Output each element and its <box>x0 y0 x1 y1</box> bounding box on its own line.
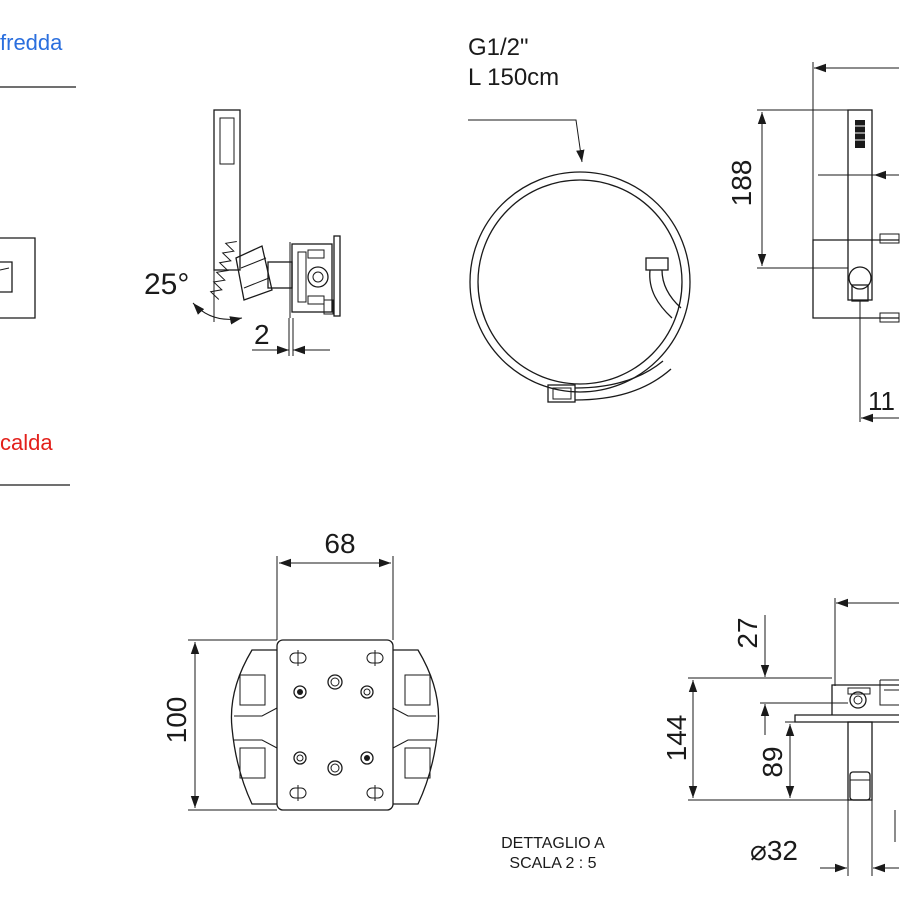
dimension-68: 68 <box>324 528 355 559</box>
side-view: 25° 2 <box>144 109 341 356</box>
dimension-27: 27 <box>732 617 763 648</box>
housing-right-band <box>392 707 436 749</box>
hole-1-outer <box>293 685 307 699</box>
detail-bracket <box>879 679 899 706</box>
mixer-nut-top <box>307 249 325 259</box>
detail-nut <box>849 771 871 801</box>
mixer-block <box>291 243 333 313</box>
hole-2-inner <box>330 677 340 687</box>
mounting-plate <box>276 639 394 811</box>
hose-coil-inner <box>477 179 683 385</box>
hose-coil-outer <box>469 171 691 393</box>
detail-pipe <box>847 721 873 801</box>
angle-arc <box>192 302 243 325</box>
housing-right-block-top <box>404 674 431 706</box>
wall-plate-front <box>812 239 899 319</box>
partial-plate <box>0 237 36 319</box>
knurled-ring <box>209 241 237 300</box>
housing-left-block-bottom <box>239 747 266 779</box>
dimension-89: 89 <box>757 746 788 777</box>
detail-knob-outer <box>849 691 867 709</box>
connector-circle <box>848 266 872 290</box>
housing-left-block-top <box>239 674 266 706</box>
elbow-detail <box>240 257 267 269</box>
mixer-nut-bottom <box>307 295 325 305</box>
mixer-bolt <box>323 299 334 315</box>
hose-leader <box>468 119 585 163</box>
hole-4-inner <box>296 754 304 762</box>
hose-fitting-top <box>645 257 669 271</box>
hole-3-outer <box>360 685 374 699</box>
detail-wall-plate <box>794 714 899 723</box>
partial-left-view <box>0 237 36 319</box>
partial-fitting-line <box>0 267 10 271</box>
mounting-plate-view: 68 100 <box>161 528 440 811</box>
dimension-diameter-32: ⌀32 <box>750 835 798 866</box>
hose-fitting-bottom <box>547 384 576 403</box>
mixer-pipe <box>297 251 307 303</box>
dimension-100: 100 <box>161 697 192 744</box>
mixer-knob-outer <box>307 266 329 288</box>
detail-title: DETTAGLIO A <box>501 835 605 852</box>
detail-a-view: 27 144 89 ⌀32 DETTAGLIO A SCALA 2 : 5 <box>501 598 899 876</box>
detail-box <box>831 684 899 715</box>
housing-right <box>393 649 440 805</box>
mixer-knob-inner <box>312 271 324 283</box>
bracket-bottom <box>879 312 900 323</box>
hose-fitting-bottom-inner <box>552 387 572 400</box>
detail-scale: SCALA 2 : 5 <box>509 855 596 872</box>
elbow-detail-2 <box>243 277 270 289</box>
partial-fitting <box>0 261 13 293</box>
hose-thread: G1/2" <box>468 34 529 61</box>
dimension-188: 188 <box>726 160 757 207</box>
hole-4-outer <box>293 751 307 765</box>
label-hot: calda <box>0 430 53 455</box>
dimension-angle: 25° <box>144 268 189 301</box>
connecting-pipe <box>267 261 293 289</box>
dimension-144: 144 <box>661 715 692 762</box>
hole-6-inner <box>364 755 370 761</box>
hose-tail-top-b <box>661 269 682 309</box>
hole-1-inner <box>297 689 303 695</box>
legend-cold: fredda <box>0 30 76 88</box>
dimension-offset: 2 <box>254 319 270 350</box>
housing-left-band <box>234 707 278 749</box>
housing-left <box>230 649 277 805</box>
hose-tail-top-a <box>649 269 673 319</box>
hose-length: L 150cm <box>468 64 559 91</box>
detail-fitting-top <box>847 687 871 695</box>
front-view: 188 11 <box>726 62 900 423</box>
handshower-front-spray <box>855 120 865 148</box>
detail-knob-inner <box>853 695 863 705</box>
hole-6-outer <box>360 751 374 765</box>
bracket-top <box>879 233 900 244</box>
hole-3-inner <box>363 688 371 696</box>
housing-right-block-bottom <box>404 747 431 779</box>
elbow-body <box>235 245 273 301</box>
handshower-side <box>213 109 241 271</box>
hose-tail-bottom-b <box>574 368 672 401</box>
hole-5-outer <box>327 760 343 776</box>
hose-view: G1/2" L 150cm <box>468 34 691 403</box>
label-cold: fredda <box>0 30 63 55</box>
legend-hot: calda <box>0 430 70 486</box>
wall-plate-side <box>333 235 341 317</box>
hole-5-inner <box>330 763 340 773</box>
dimension-11: 11 <box>868 386 895 416</box>
handshower-side-spray <box>219 117 235 165</box>
hole-2-outer <box>327 674 343 690</box>
hose-tail-bottom-a <box>574 360 664 389</box>
